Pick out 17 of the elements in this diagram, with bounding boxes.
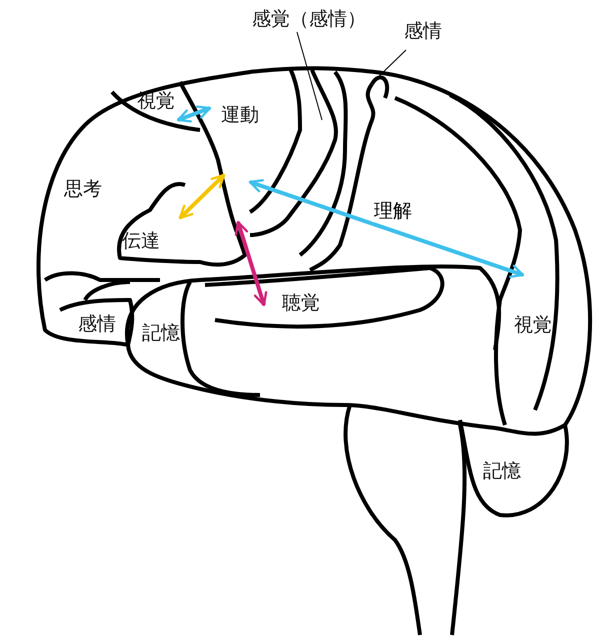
region-label: 記憶 [483, 460, 521, 482]
region-label: 伝達 [122, 230, 160, 252]
double-arrow [234, 220, 268, 306]
region-label: 感覚（感情） [252, 8, 366, 30]
double-arrow [178, 174, 226, 220]
double-arrow [248, 179, 524, 278]
region-label: 運動 [221, 104, 259, 126]
edge-label: 理解 [372, 200, 414, 222]
region-label: 記憶 [142, 322, 180, 344]
region-label: 聴覚 [282, 292, 320, 314]
region-label: 思考 [64, 178, 102, 200]
region-label: 視覚 [137, 90, 175, 112]
region-label: 感情 [78, 313, 116, 335]
double-arrow [176, 106, 212, 122]
leader-line [296, 32, 322, 120]
region-label: 視覚 [514, 314, 552, 336]
region-label: 感情 [404, 20, 442, 42]
